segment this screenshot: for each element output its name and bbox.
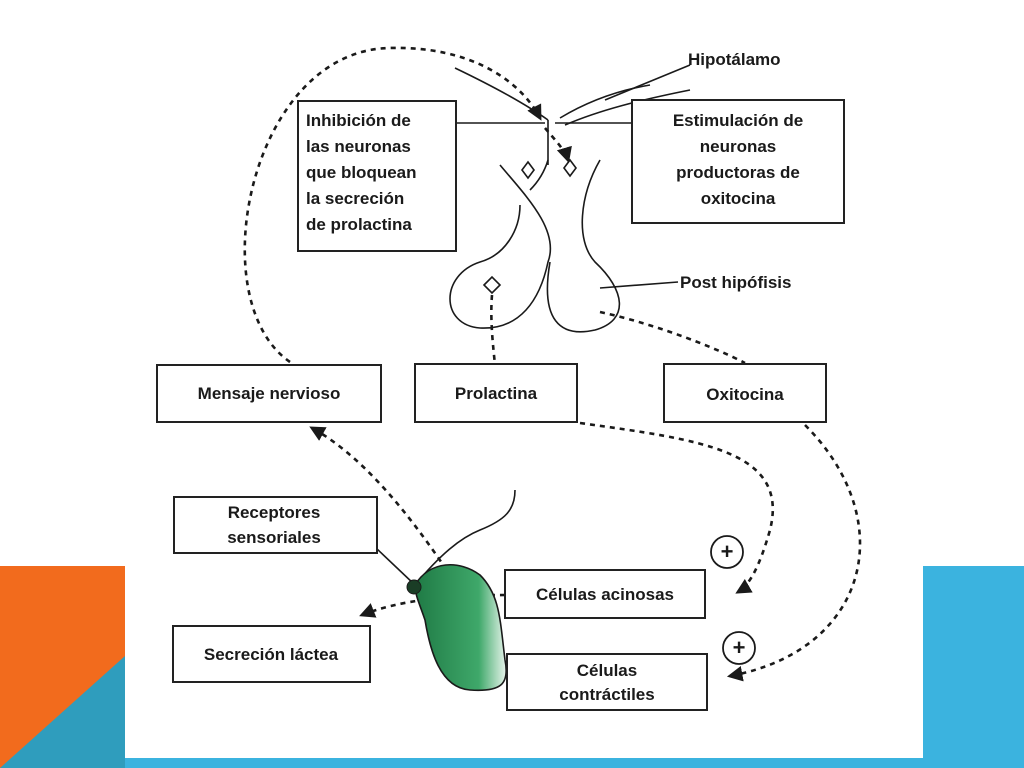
receptores-line-2: sensoriales [227, 528, 321, 547]
secrecion-box: Secreción láctea [172, 625, 371, 683]
estimulacion-box: Estimulación de neuronas productoras de … [631, 99, 845, 224]
mensaje-label: Mensaje nervioso [198, 384, 341, 403]
blue-decor-block [923, 566, 1024, 768]
plus-sign-contractiles: + [722, 631, 756, 665]
inhibicion-line-4: la secreción [306, 189, 404, 208]
celulas-acinosas-box: Células acinosas [504, 569, 706, 619]
estimulacion-line-3: productoras de [676, 163, 800, 182]
diagram-panel: Hipotálamo Post hipófisis Inhibición de … [125, 0, 923, 758]
estimulacion-line-2: neuronas [700, 137, 777, 156]
nipple [406, 579, 422, 595]
plus-sign-acinosas-text: + [721, 539, 734, 564]
celulas-acinosas-label: Células acinosas [536, 585, 674, 604]
mensaje-box: Mensaje nervioso [156, 364, 382, 423]
inhibicion-line-5: de prolactina [306, 215, 412, 234]
receptores-line-1: Receptores [228, 503, 321, 522]
receptores-pointer [375, 547, 416, 586]
celulas-contractiles-box: Células contráctiles [506, 653, 708, 711]
estimulacion-line-4: oxitocina [701, 189, 776, 208]
nerve-fiber [414, 489, 516, 586]
neuron-to-prolactina-arrow [490, 294, 497, 366]
post-hipofisis-label: Post hipófisis [680, 273, 791, 292]
plus-sign-acinosas: + [710, 535, 744, 569]
celulas-contractiles-line-1: Células [577, 661, 637, 680]
inhibicion-line-3: que bloquean [306, 163, 417, 182]
hipotalamo-to-neuron-arrow [544, 127, 572, 163]
prolactina-box: Prolactina [414, 363, 578, 423]
inhibicion-box: Inhibición de las neuronas que bloquean … [297, 100, 457, 252]
estimulacion-line-1: Estimulación de [673, 111, 803, 130]
hipotalamo-pointer [604, 64, 691, 101]
oxitocina-box: Oxitocina [663, 363, 827, 423]
hipotalamo-label: Hipotálamo [688, 50, 781, 69]
inhibicion-line-2: las neuronas [306, 137, 411, 156]
secrecion-label: Secreción láctea [204, 645, 339, 664]
oxitocina-to-contractiles-arrow [726, 424, 862, 682]
hipofisis-to-oxitocina-arrow [599, 310, 746, 365]
oxitocina-label: Oxitocina [706, 385, 784, 404]
mammary-gland [414, 564, 507, 692]
bottom-decor-strip [125, 758, 1024, 768]
teal-decor-triangle [0, 656, 125, 768]
gland-to-secrecion-arrow [359, 593, 506, 618]
inhibicion-line-1: Inhibición de [306, 111, 411, 130]
plus-sign-contractiles-text: + [733, 635, 746, 660]
prolactina-label: Prolactina [455, 384, 538, 403]
receptores-box: Receptores sensoriales [173, 496, 378, 554]
mensaje-to-hipotalamo-arrow [243, 46, 542, 364]
prolactina-to-acinosas-arrow [579, 421, 775, 594]
lactation-reflex-diagram: Hipotálamo Post hipófisis Inhibición de … [156, 46, 862, 711]
post-hipofisis-pointer [599, 281, 679, 289]
celulas-contractiles-line-2: contráctiles [559, 685, 654, 704]
